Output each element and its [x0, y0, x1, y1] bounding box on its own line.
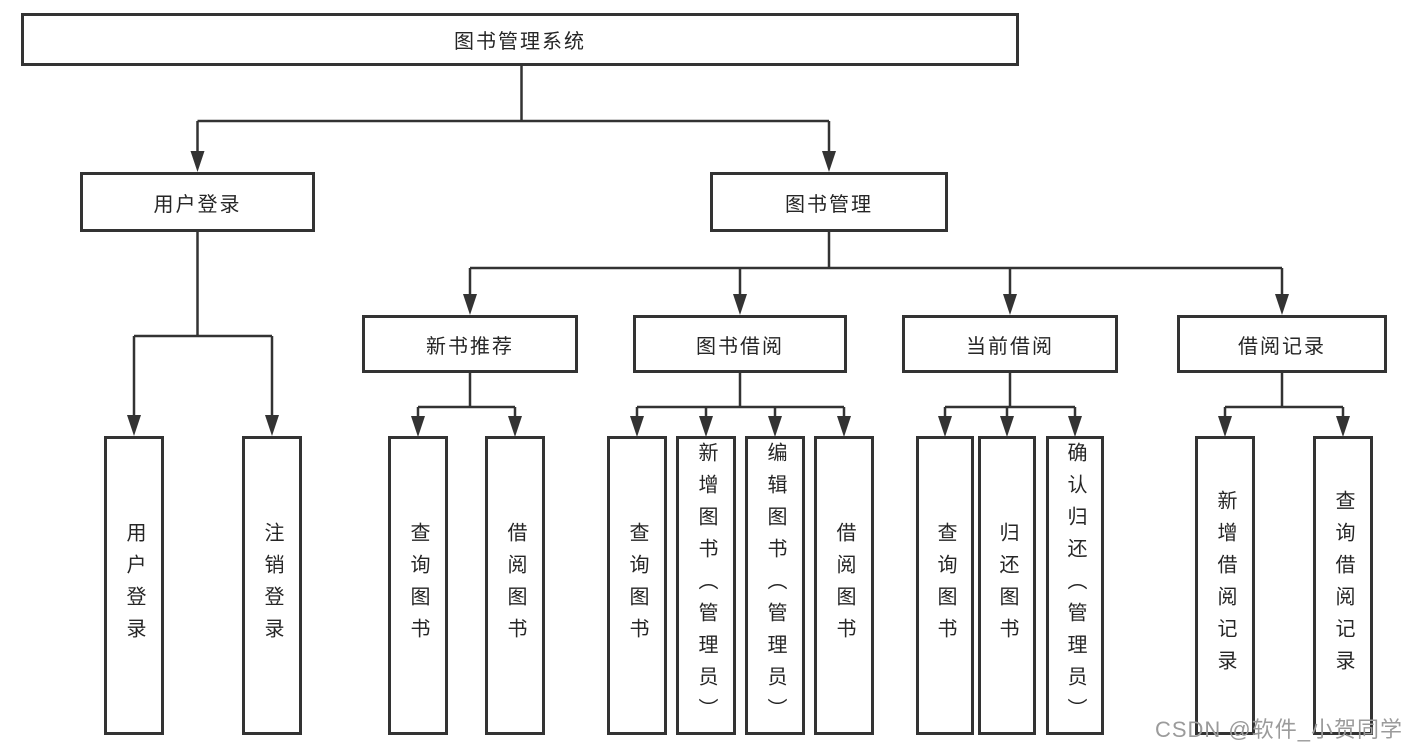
leaf-return-book: 归还图书: [978, 436, 1036, 735]
leaf-borrow-book: 借阅图书: [814, 436, 874, 735]
node-new-book-recommend-label: 新书推荐: [426, 335, 514, 358]
leaf-query-borrow-record: 查询借阅记录: [1313, 436, 1373, 735]
node-current-borrow: 当前借阅: [902, 315, 1118, 373]
node-book-borrow-label: 图书借阅: [696, 335, 784, 358]
leaf-recommend-query-book-label: 查询图书: [407, 521, 429, 650]
leaf-query-borrow-record-label: 查询借阅记录: [1332, 489, 1354, 682]
leaf-logout-label: 注销登录: [261, 521, 283, 650]
leaf-return-book-label: 归还图书: [996, 521, 1018, 650]
leaf-add-book-admin: 新增图书（管理员）: [676, 436, 736, 735]
leaf-add-borrow-record-label: 新增借阅记录: [1214, 489, 1236, 682]
node-book-manage: 图书管理: [710, 172, 948, 232]
node-root: 图书管理系统: [21, 13, 1019, 66]
node-book-manage-label: 图书管理: [785, 193, 873, 216]
node-new-book-recommend: 新书推荐: [362, 315, 578, 373]
leaf-borrow-query-book: 查询图书: [607, 436, 667, 735]
leaf-user-login-label: 用户登录: [123, 521, 145, 650]
leaf-recommend-query-book: 查询图书: [388, 436, 448, 735]
leaf-current-query-book-label: 查询图书: [934, 521, 956, 650]
leaf-user-login: 用户登录: [104, 436, 164, 735]
leaf-borrow-book-label: 借阅图书: [833, 521, 855, 650]
leaf-edit-book-admin: 编辑图书（管理员）: [745, 436, 805, 735]
watermark: CSDN @软件_小贺同学: [1154, 717, 1403, 742]
node-current-borrow-label: 当前借阅: [966, 335, 1054, 358]
node-root-label: 图书管理系统: [454, 31, 586, 53]
leaf-borrow-query-book-label: 查询图书: [626, 521, 648, 650]
leaf-add-book-admin-label: 新增图书（管理员）: [695, 441, 717, 730]
leaf-recommend-borrow-book-label: 借阅图书: [504, 521, 526, 650]
node-borrow-records: 借阅记录: [1177, 315, 1387, 373]
leaf-edit-book-admin-label: 编辑图书（管理员）: [764, 441, 786, 730]
leaf-current-query-book: 查询图书: [916, 436, 974, 735]
leaf-logout: 注销登录: [242, 436, 302, 735]
node-user-login: 用户登录: [80, 172, 315, 232]
leaf-confirm-return-admin: 确认归还（管理员）: [1046, 436, 1104, 735]
node-user-login-label: 用户登录: [153, 193, 242, 216]
node-borrow-records-label: 借阅记录: [1238, 335, 1326, 358]
leaf-recommend-borrow-book: 借阅图书: [485, 436, 545, 735]
leaf-add-borrow-record: 新增借阅记录: [1195, 436, 1255, 735]
leaf-confirm-return-admin-label: 确认归还（管理员）: [1064, 441, 1086, 730]
node-book-borrow: 图书借阅: [633, 315, 847, 373]
